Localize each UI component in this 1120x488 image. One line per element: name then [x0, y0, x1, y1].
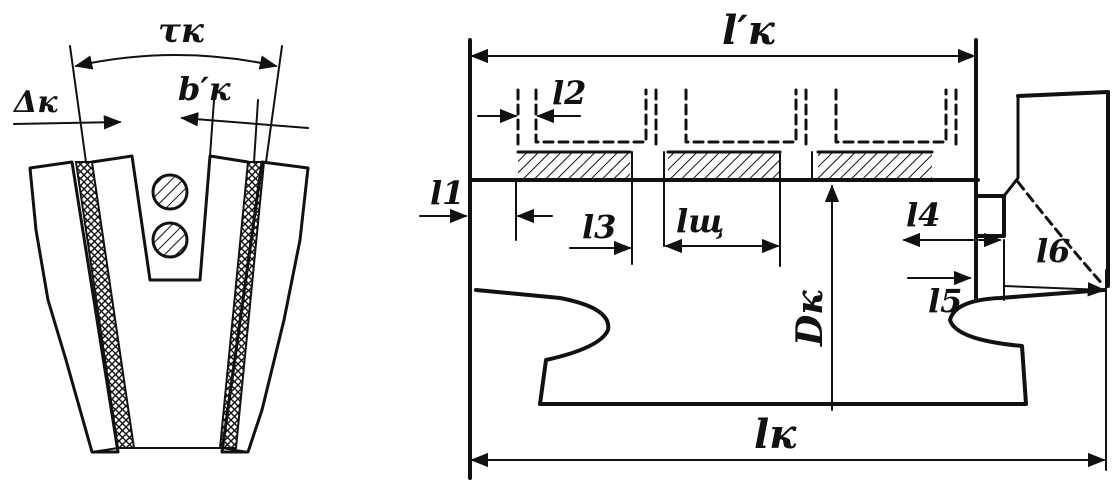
dashed-duct-2: [684, 88, 798, 144]
longitudinal-section: l′к lк l1 l2 l3 lщ l4 l5 l6 Dк: [419, 7, 1110, 480]
tau-ext-left: [69, 45, 87, 163]
rotor-body-outline: [474, 288, 1106, 406]
l-k-label: lк: [754, 411, 797, 458]
l4-label: l4: [906, 196, 940, 234]
delta-k-dimension: [13, 115, 122, 130]
conductor-bottom: [151, 221, 189, 259]
l-k-prime-label: l′к: [722, 7, 776, 54]
l2-label: l2: [552, 74, 586, 112]
right-coil-band: [218, 161, 266, 449]
dashed-duct-3: [834, 88, 948, 144]
bk-ext-right: [253, 99, 259, 163]
l6-label: l6: [1036, 232, 1070, 270]
bracket-left-edge: [1002, 94, 1020, 198]
left-coil-band: [74, 161, 136, 449]
tau-k-dimension: [74, 54, 278, 70]
slot-bottom-edge: [91, 447, 249, 453]
l3-label: l3: [582, 208, 616, 246]
dashed-duct-1: [534, 88, 648, 144]
b-k-prime-label: b′к: [178, 70, 231, 108]
conductor-top: [151, 173, 189, 211]
bracket-outline: [1016, 90, 1110, 288]
delta-k-label: Δк: [12, 85, 58, 120]
tau-k-label: τк: [158, 11, 205, 51]
slot-cross-section: τк Δк b′к: [12, 11, 310, 454]
l1-label: l1: [430, 174, 464, 212]
bk-ext-left: [209, 99, 215, 157]
bk-dimension: [180, 112, 309, 129]
left-tooth-outline: [28, 160, 120, 454]
l5-label: l5: [928, 282, 962, 320]
right-tooth-outline: [220, 160, 310, 454]
end-connector: [974, 194, 1006, 238]
core-segment-3: [818, 152, 932, 178]
tau-ext-right: [265, 45, 283, 163]
inner-slot-outline: [90, 154, 250, 282]
d-k-label: Dк: [789, 290, 831, 347]
l-shch-label: lщ: [676, 202, 724, 240]
core-segment-1: [518, 152, 630, 178]
core-segment-2: [668, 152, 780, 178]
bracket-dashed-curve: [1016, 180, 1106, 288]
